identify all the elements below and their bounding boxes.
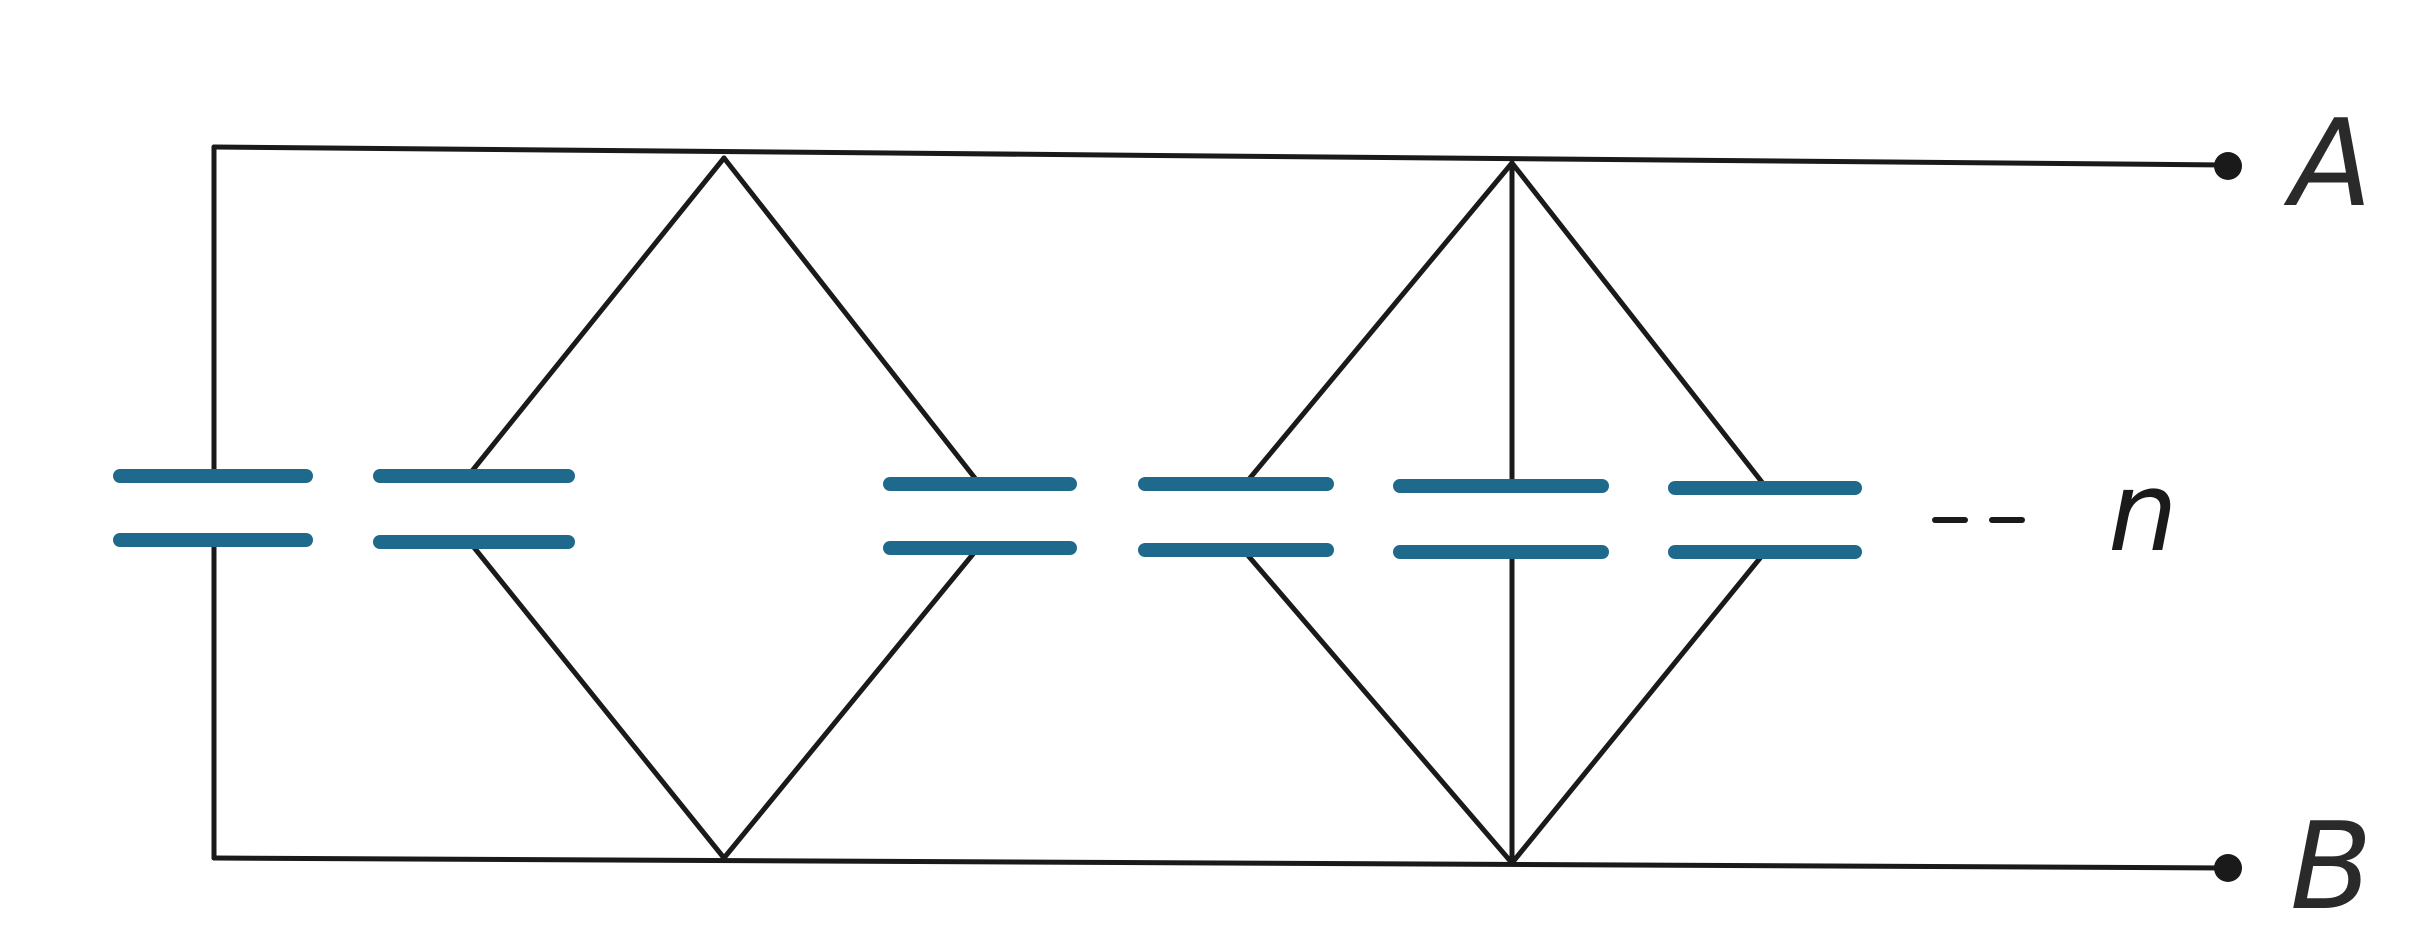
- capacitor-5: [1393, 479, 1609, 559]
- continuation-indicator: n: [1932, 448, 2178, 576]
- terminal-a: A: [2214, 95, 2372, 234]
- outer-frame: [211, 144, 2228, 871]
- capacitor-3: [883, 477, 1077, 555]
- diamond-2-upper-right: [1509, 160, 1768, 489]
- terminal-a-label: A: [2283, 95, 2372, 234]
- diamond-1: [465, 155, 981, 861]
- diamond-2-lower-left: [1242, 549, 1515, 866]
- terminal-b-label: B: [2290, 798, 2372, 933]
- terminal-b-dot: [2214, 854, 2242, 882]
- bottom-rail: [211, 855, 2228, 871]
- diamond-2-lower-right: [1509, 549, 1768, 866]
- diamond-1-lower-left: [465, 537, 727, 861]
- terminal-b: B: [2214, 798, 2372, 933]
- capacitor-2: [373, 469, 575, 549]
- capacitor-4: [1138, 477, 1334, 557]
- diamond-2-upper-left: [1242, 160, 1515, 487]
- continuation-n-label: n: [2108, 448, 2178, 576]
- diamond-1-upper-left: [465, 155, 727, 479]
- terminal-a-dot: [2214, 152, 2242, 180]
- diamond-2: [1242, 160, 1768, 866]
- diamond-1-upper-right: [721, 155, 981, 485]
- diamond-1-lower-right: [721, 545, 981, 861]
- top-rail: [211, 144, 2228, 168]
- capacitor-6: [1668, 481, 1862, 559]
- capacitor-1: [113, 469, 313, 547]
